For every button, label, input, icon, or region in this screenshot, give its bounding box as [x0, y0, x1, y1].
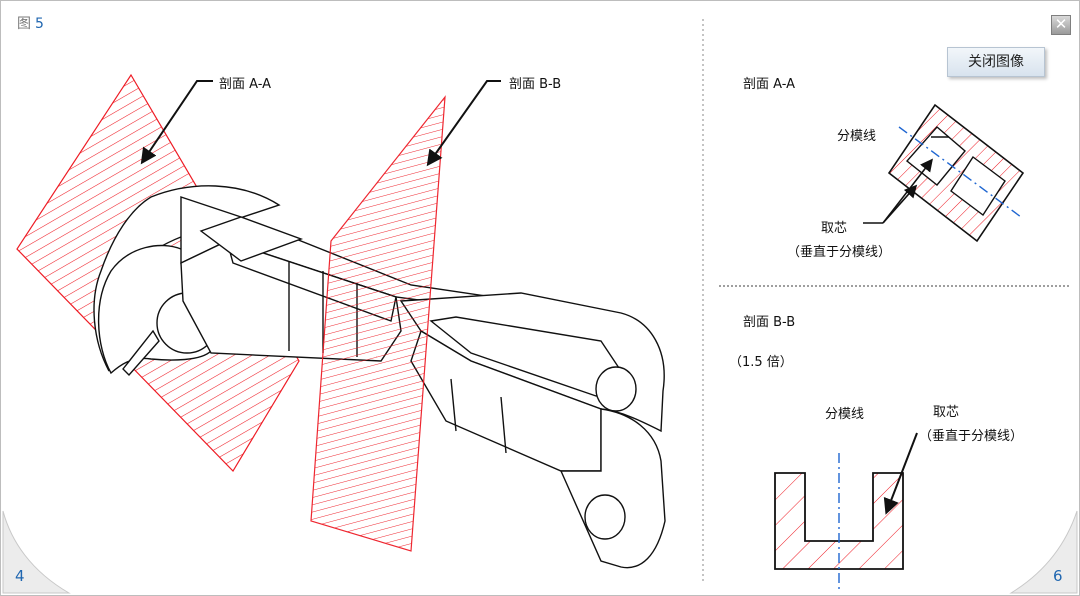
- prev-page-link[interactable]: 4: [15, 567, 25, 585]
- part-right-end: [399, 292, 666, 569]
- close-icon[interactable]: ✕: [1051, 15, 1071, 35]
- aa-core-note: （垂直于分模线）: [787, 245, 892, 260]
- aa-core-label: 取芯: [821, 221, 848, 236]
- callout-label-bb: 剖面 B-B: [509, 77, 562, 92]
- figure-number: 5: [35, 16, 44, 32]
- bb-panel-title: 剖面 B-B: [743, 315, 796, 330]
- callout-arrow-aa: [140, 80, 213, 165]
- callout-arrow-bb: [426, 80, 501, 167]
- bb-parting-line-label: 分模线: [825, 407, 865, 422]
- section-aa-detail: [863, 103, 1025, 243]
- section-plane-bb: [310, 95, 446, 552]
- corner-curl-right: [1009, 510, 1078, 594]
- callout-label-aa: 剖面 A-A: [219, 77, 272, 92]
- aa-parting-line-label: 分模线: [837, 129, 877, 144]
- bb-core-label: 取芯: [933, 405, 960, 420]
- close-image-button[interactable]: 关闭图像: [947, 47, 1045, 77]
- section-bb-detail: [774, 432, 918, 589]
- bb-scale-note: （1.5 倍）: [729, 355, 793, 370]
- aa-panel-title: 剖面 A-A: [743, 77, 796, 92]
- figure-prefix: 图: [17, 16, 31, 32]
- next-page-link[interactable]: 6: [1053, 567, 1063, 585]
- bb-core-note: （垂直于分模线）: [919, 429, 1024, 444]
- corner-curl-left: [2, 510, 71, 594]
